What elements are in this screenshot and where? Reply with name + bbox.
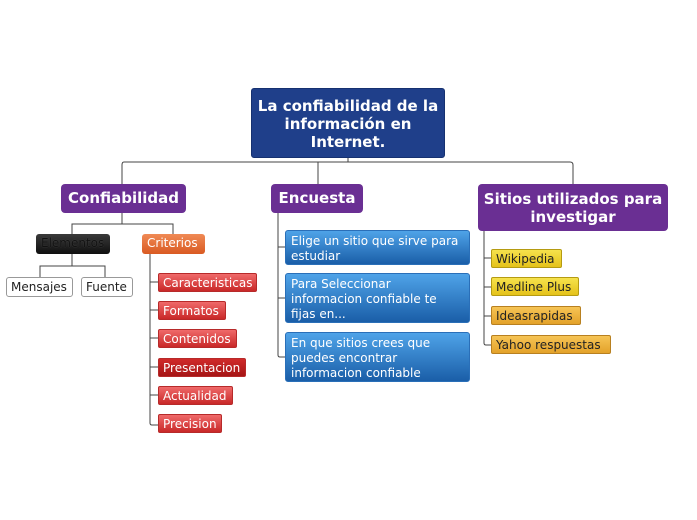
criterion-label: Contenidos <box>163 332 231 346</box>
criterion-precision[interactable]: Precision <box>158 414 222 433</box>
leaf-fuente[interactable]: Fuente <box>81 277 133 297</box>
site-ideasrapidas[interactable]: Ideasrapidas <box>491 306 581 325</box>
criterion-contenidos[interactable]: Contenidos <box>158 329 237 348</box>
subtopic-criterios[interactable]: Criterios <box>142 234 205 254</box>
subtopic-elementos[interactable]: Elementos <box>36 234 110 254</box>
subtopic-elementos-label: Elementos <box>41 236 105 250</box>
criterion-caracteristicas[interactable]: Caracteristicas <box>158 273 257 292</box>
question-3[interactable]: En que sitios crees que puedes encontrar… <box>285 332 470 382</box>
site-label: Ideasrapidas <box>496 309 573 323</box>
site-label: Yahoo respuestas <box>496 338 601 352</box>
question-3-text: En que sitios crees que puedes encontrar… <box>291 336 431 380</box>
criterion-actualidad[interactable]: Actualidad <box>158 386 233 405</box>
root-title: La confiabilidad de la información en In… <box>257 97 439 151</box>
criterion-label: Caracteristicas <box>163 276 253 290</box>
site-yahoo-respuestas[interactable]: Yahoo respuestas <box>491 335 611 354</box>
topic-confiabilidad[interactable]: Confiabilidad <box>61 184 186 213</box>
leaf-fuente-label: Fuente <box>86 280 127 294</box>
topic-encuesta-label: Encuesta <box>278 189 356 207</box>
question-1-text: Elige un sitio que sirve para estudiar <box>291 234 459 263</box>
criterion-label: Actualidad <box>163 389 227 403</box>
leaf-mensajes-label: Mensajes <box>11 280 67 294</box>
criterion-presentacion[interactable]: Presentacion <box>158 358 246 377</box>
question-2-text: Para Seleccionar informacion confiable t… <box>291 277 437 321</box>
root-topic[interactable]: La confiabilidad de la información en In… <box>251 88 445 158</box>
topic-confiabilidad-label: Confiabilidad <box>68 189 179 207</box>
topic-encuesta[interactable]: Encuesta <box>271 184 363 213</box>
criterion-formatos[interactable]: Formatos <box>158 301 226 320</box>
site-medline-plus[interactable]: Medline Plus <box>491 277 579 296</box>
subtopic-criterios-label: Criterios <box>147 236 198 250</box>
question-2[interactable]: Para Seleccionar informacion confiable t… <box>285 273 470 323</box>
site-wikipedia[interactable]: Wikipedia <box>491 249 562 268</box>
question-1[interactable]: Elige un sitio que sirve para estudiar <box>285 230 470 265</box>
criterion-label: Precision <box>163 417 217 431</box>
criterion-label: Formatos <box>163 304 219 318</box>
topic-sitios[interactable]: Sitios utilizados para investigar <box>478 184 668 231</box>
criterion-label: Presentacion <box>163 361 241 375</box>
site-label: Wikipedia <box>496 252 555 266</box>
topic-sitios-label: Sitios utilizados para investigar <box>483 190 663 226</box>
leaf-mensajes[interactable]: Mensajes <box>6 277 73 297</box>
site-label: Medline Plus <box>496 280 572 294</box>
